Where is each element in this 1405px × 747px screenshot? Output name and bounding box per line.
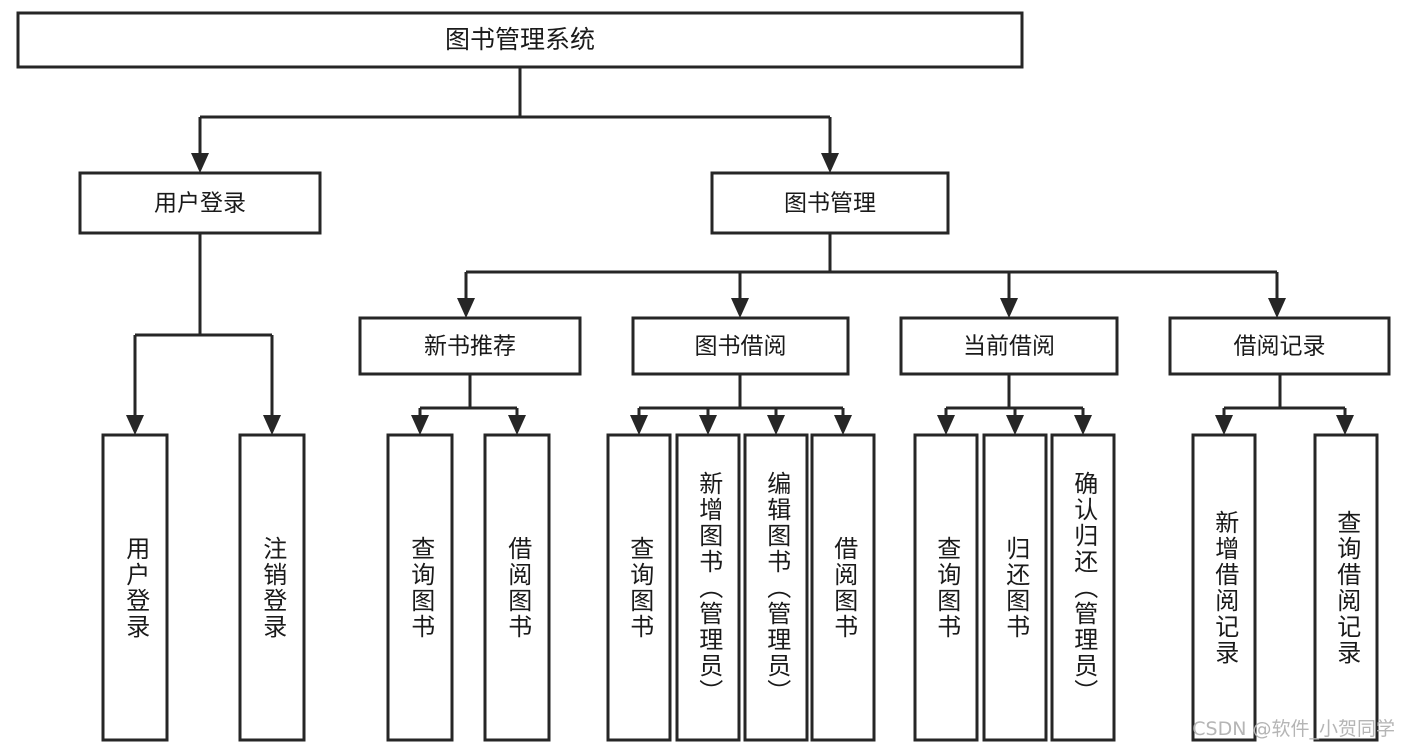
arrow-head-icon (1215, 415, 1233, 435)
boxes-layer (16, 11, 1391, 742)
arrow-head-icon (937, 415, 955, 435)
leaf-box-leaf-user-login[interactable] (101, 433, 169, 742)
node-label-book-manage: 图书管理 (784, 191, 876, 217)
node-label-borrow-record: 借阅记录 (1234, 334, 1326, 360)
leaf-box-leaf-user-logout[interactable] (238, 433, 306, 742)
arrow-head-icon (457, 298, 475, 318)
node-label-current-borrow: 当前借阅 (963, 334, 1055, 360)
connectors-layer (126, 67, 1354, 435)
connector-user-login-to-leaves (133, 233, 274, 416)
node-label-book-borrow: 图书借阅 (695, 334, 787, 360)
node-box-book-borrow[interactable] (631, 316, 850, 376)
arrow-head-icon (767, 415, 785, 435)
leaf-box-leaf-query-book-cur[interactable] (913, 433, 979, 742)
arrow-head-icon (191, 153, 209, 173)
connector-book-manage-to-level2 (464, 233, 1279, 299)
leaf-box-leaf-query-book-rec[interactable] (386, 433, 454, 742)
arrow-head-icon (821, 153, 839, 173)
connector-root-to-level1 (198, 67, 832, 154)
node-box-root[interactable] (16, 11, 1024, 69)
leaf-box-leaf-borrow-book-rec[interactable] (483, 433, 551, 742)
arrow-head-icon (508, 415, 526, 435)
node-label-user-login: 用户登录 (154, 191, 246, 217)
leaf-box-leaf-query-borrow-record[interactable] (1313, 433, 1379, 742)
arrow-head-icon (1006, 415, 1024, 435)
connector-current-borrow-to-leaves (944, 374, 1085, 416)
node-label-new-book-recommend: 新书推荐 (424, 334, 516, 360)
arrow-head-icon (630, 415, 648, 435)
arrow-head-icon (834, 415, 852, 435)
arrow-head-icon (699, 415, 717, 435)
leaf-box-leaf-add-book-admin[interactable] (675, 433, 741, 742)
leaf-box-leaf-query-book-bor[interactable] (606, 433, 672, 742)
connector-book-borrow-to-leaves (637, 374, 845, 416)
watermark-text: CSDN @软件_小贺同学 (1192, 718, 1395, 740)
arrow-head-icon (126, 415, 144, 435)
arrow-head-icon (1000, 298, 1018, 318)
node-box-borrow-record[interactable] (1168, 316, 1391, 376)
leaf-box-leaf-return-book[interactable] (982, 433, 1048, 742)
arrow-head-icon (731, 298, 749, 318)
arrow-head-icon (411, 415, 429, 435)
node-box-new-book-recommend[interactable] (358, 316, 582, 376)
connector-borrow-record-to-leaves (1222, 374, 1347, 416)
leaf-box-leaf-edit-book-admin[interactable] (743, 433, 809, 742)
arrow-head-icon (263, 415, 281, 435)
leaf-box-leaf-add-borrow-record[interactable] (1191, 433, 1257, 742)
arrow-head-icon (1336, 415, 1354, 435)
leaf-box-leaf-borrow-book-bor[interactable] (810, 433, 876, 742)
node-box-book-manage[interactable] (710, 171, 950, 235)
node-box-user-login[interactable] (78, 171, 322, 235)
arrow-head-icon (1074, 415, 1092, 435)
node-box-current-borrow[interactable] (899, 316, 1119, 376)
connector-new-book-recommend-to-leaves (418, 374, 519, 416)
arrow-head-icon (1268, 298, 1286, 318)
node-label-root: 图书管理系统 (445, 25, 595, 54)
leaf-box-leaf-confirm-return-admin[interactable] (1050, 433, 1116, 742)
